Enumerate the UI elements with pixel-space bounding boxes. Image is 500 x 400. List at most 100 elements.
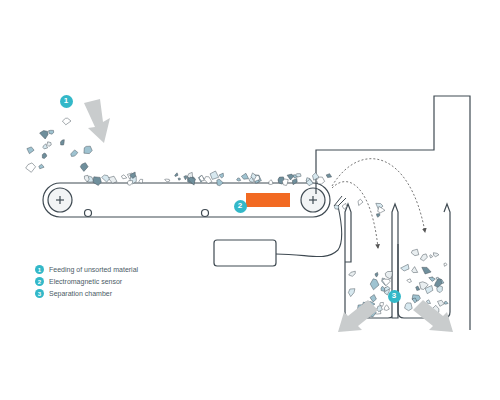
callout-number: 2 — [234, 200, 247, 213]
control-wire — [276, 206, 342, 257]
discharge-arrow — [338, 300, 378, 332]
material-piece — [411, 249, 419, 256]
pulley — [48, 188, 325, 217]
material-piece — [80, 163, 88, 172]
material-piece — [184, 175, 187, 179]
material-piece — [358, 199, 363, 205]
material-piece — [43, 144, 48, 149]
material-piece — [237, 178, 241, 181]
material-piece — [251, 173, 256, 180]
material-piece — [269, 180, 273, 185]
callout-text: 2 — [238, 202, 242, 210]
material-piece — [382, 279, 390, 286]
material-piece — [427, 300, 431, 304]
material-piece — [84, 175, 89, 182]
material-piece — [370, 295, 376, 302]
material-piece — [47, 142, 51, 147]
callout-text: 3 — [392, 292, 396, 300]
material-piece — [401, 264, 409, 271]
legend-number: 3 — [35, 289, 44, 298]
material-piece — [306, 179, 313, 185]
material-piece — [416, 286, 420, 291]
material-piece — [204, 177, 212, 184]
material-piece — [27, 147, 34, 154]
material-piece — [342, 203, 347, 209]
material-piece — [370, 279, 379, 290]
material-piece — [420, 254, 427, 261]
conveyor-belt — [43, 183, 330, 217]
control-unit — [214, 240, 276, 266]
material-piece — [188, 177, 195, 185]
material-piece — [84, 146, 92, 153]
material-piece — [39, 164, 44, 169]
material-piece — [326, 174, 331, 178]
separation-housing — [316, 96, 470, 330]
material-piece — [93, 177, 102, 186]
material-pieces — [26, 118, 448, 318]
material-piece — [40, 131, 48, 139]
material-piece — [241, 173, 248, 179]
material-piece — [385, 272, 392, 280]
material-piece — [62, 118, 71, 125]
material-piece — [412, 267, 418, 273]
discharge-arrow — [413, 300, 453, 332]
legend-text: Separation chamber — [49, 290, 112, 297]
material-piece — [121, 175, 126, 179]
material-piece — [165, 179, 170, 182]
material-piece — [178, 178, 181, 180]
material-piece — [412, 298, 417, 303]
material-piece — [316, 177, 324, 184]
material-piece — [422, 267, 431, 274]
material-piece — [384, 305, 389, 311]
material-piece — [419, 282, 428, 290]
legend-row: 1 Feeding of unsorted material — [35, 265, 138, 274]
material-piece — [210, 171, 219, 179]
legend-number: 1 — [35, 265, 44, 274]
material-piece — [108, 176, 117, 183]
electromagnetic-sensor — [246, 193, 290, 207]
legend-text: Feeding of unsorted material — [49, 266, 138, 273]
trajectory — [332, 159, 425, 232]
material-piece — [71, 150, 78, 157]
callout-number: 3 — [388, 290, 401, 303]
material-piece — [198, 176, 204, 183]
legend-text: Electromagnetic sensor — [49, 278, 122, 285]
material-piece — [282, 179, 288, 186]
legend-row: 3 Separation chamber — [35, 289, 112, 298]
material-piece — [444, 263, 447, 266]
material-piece — [407, 279, 412, 283]
material-piece — [296, 174, 301, 177]
material-piece — [444, 301, 448, 304]
material-piece — [199, 175, 204, 181]
legend-row: 2 Electromagnetic sensor — [35, 277, 122, 286]
material-piece — [405, 303, 413, 311]
callout-number: 1 — [60, 95, 73, 108]
material-piece — [429, 277, 436, 281]
material-piece — [130, 172, 136, 178]
material-piece — [377, 214, 380, 218]
material-piece — [380, 302, 384, 306]
material-piece — [49, 130, 54, 134]
material-piece — [61, 140, 65, 145]
legend-number: 2 — [35, 277, 44, 286]
material-piece — [26, 163, 36, 172]
material-piece — [42, 153, 47, 158]
material-piece — [217, 179, 223, 186]
material-piece — [334, 205, 339, 209]
material-piece — [434, 279, 442, 288]
material-piece — [175, 173, 178, 177]
material-piece — [128, 181, 133, 186]
trajectory — [332, 182, 378, 248]
material-piece — [348, 289, 355, 297]
feed-arrow — [84, 99, 110, 143]
material-piece — [287, 174, 293, 180]
callout-text: 1 — [64, 97, 68, 105]
material-piece — [438, 300, 445, 306]
material-piece — [102, 175, 110, 182]
material-piece — [292, 178, 297, 184]
material-piece — [219, 173, 224, 178]
material-piece — [378, 206, 385, 212]
material-piece — [377, 305, 383, 311]
material-piece — [433, 253, 439, 257]
